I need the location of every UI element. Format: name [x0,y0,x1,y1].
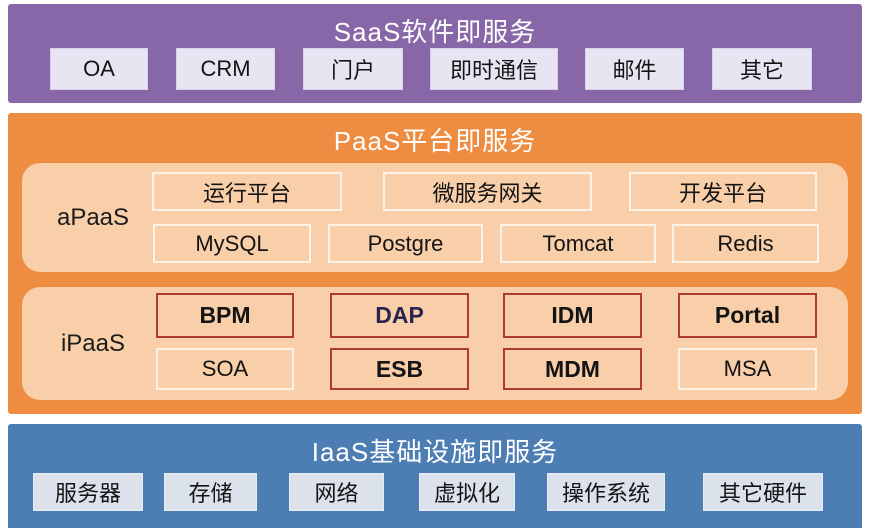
ipaas-box-dap: DAP [330,293,469,338]
ipaas-box-idm: IDM [503,293,642,338]
saas-title: SaaS软件即服务 [333,17,537,47]
ipaas-box-mdm: MDM [503,348,642,390]
apaas-box-tomcat: Tomcat [500,224,656,263]
ipaas-box-esb: ESB [330,348,469,390]
saas-item-oa: OA [50,48,148,90]
ipaas-box-portal: Portal [678,293,817,338]
iaas-item-storage: 存储 [164,473,257,511]
apaas-box-microservice-gateway: 微服务网关 [383,172,592,211]
saas-item-crm: CRM [176,48,275,90]
iaas-item-network: 网络 [289,473,384,511]
apaas-box-mysql: MySQL [153,224,311,263]
iaas-item-os: 操作系统 [547,473,665,511]
iaas-item-server: 服务器 [33,473,143,511]
ipaas-box-bpm: BPM [156,293,294,338]
apaas-box-runtime-platform: 运行平台 [152,172,342,211]
paas-band: PaaS平台即服务 aPaaS 运行平台 微服务网关 开发平台 MySQL Po… [8,113,862,414]
paas-title: PaaS平台即服务 [333,126,537,156]
apaas-container: aPaaS 运行平台 微服务网关 开发平台 MySQL Postgre Tomc… [22,163,848,272]
apaas-label: aPaaS [56,203,130,231]
iaas-band: IaaS基础设施即服务 服务器 存储 网络 虚拟化 操作系统 其它硬件 [8,424,862,528]
ipaas-label: iPaaS [60,329,126,357]
ipaas-box-soa: SOA [156,348,294,390]
saas-item-mail: 邮件 [585,48,684,90]
saas-item-portal: 门户 [303,48,403,90]
apaas-box-dev-platform: 开发平台 [629,172,817,211]
apaas-box-redis: Redis [672,224,819,263]
saas-item-other: 其它 [712,48,812,90]
iaas-title: IaaS基础设施即服务 [311,437,559,467]
ipaas-container: iPaaS BPM DAP IDM Portal SOA ESB MDM MSA [22,287,848,400]
iaas-item-other-hardware: 其它硬件 [703,473,823,511]
apaas-box-postgre: Postgre [328,224,483,263]
saas-band: SaaS软件即服务 OA CRM 门户 即时通信 邮件 其它 [8,4,862,103]
saas-item-instant-messaging: 即时通信 [430,48,558,90]
iaas-item-virtualization: 虚拟化 [419,473,515,511]
ipaas-box-msa: MSA [678,348,817,390]
